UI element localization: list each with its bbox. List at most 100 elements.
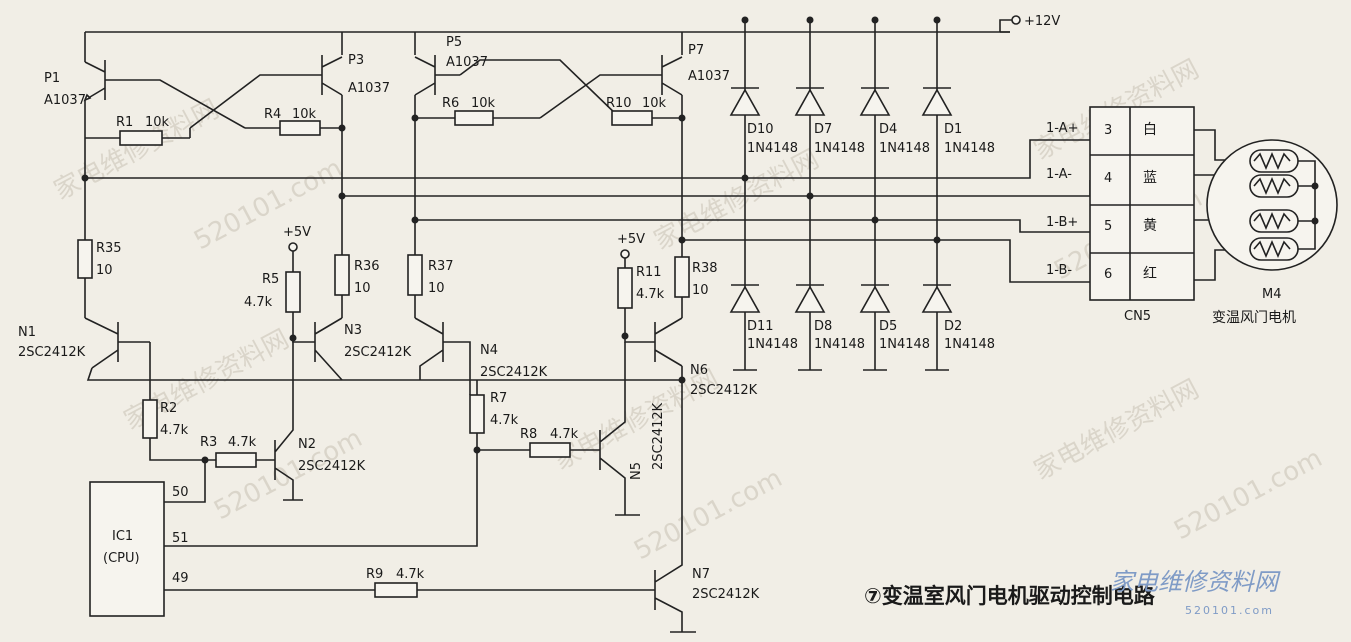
motor-ref: M4 bbox=[1262, 287, 1282, 302]
diagram-title: ⑦变温室风门电机驱动控制电路 bbox=[864, 584, 1156, 608]
supply-5v-a-label: +5V bbox=[283, 225, 311, 240]
n3-part: 2SC2412K bbox=[344, 345, 412, 360]
d1-part: 1N4148 bbox=[944, 141, 995, 156]
site-logo: 家电维修资料网 520101.com bbox=[1110, 568, 1281, 617]
cn5-net-4: 1-B- bbox=[1046, 263, 1072, 278]
r9-value: 4.7k bbox=[396, 567, 425, 582]
watermark-text: 家电维修资料网 bbox=[1029, 374, 1204, 486]
d11-ref: D11 bbox=[747, 319, 774, 334]
n2-part: 2SC2412K bbox=[298, 459, 366, 474]
r7-value: 4.7k bbox=[490, 413, 519, 428]
cn5-pin-3: 5 bbox=[1104, 219, 1112, 234]
watermark-url: 520101.com bbox=[1169, 443, 1327, 546]
ic1-pin50: 50 bbox=[172, 485, 189, 500]
r3-ref: R3 bbox=[200, 435, 217, 450]
n3-ref: N3 bbox=[344, 323, 362, 338]
d7-ref: D7 bbox=[814, 122, 832, 137]
r10-ref: R10 bbox=[606, 96, 632, 111]
d1-ref: D1 bbox=[944, 122, 962, 137]
p1-part: A1037 bbox=[44, 93, 86, 108]
supply-5v-b-label: +5V bbox=[617, 232, 645, 247]
n4-part: 2SC2412K bbox=[480, 365, 548, 380]
r1-value: 10k bbox=[145, 115, 170, 130]
r2-ref: R2 bbox=[160, 401, 177, 416]
n7-ref: N7 bbox=[692, 567, 710, 582]
d4-part: 1N4148 bbox=[879, 141, 930, 156]
p3-part: A1037 bbox=[348, 81, 390, 96]
r38-value: 10 bbox=[692, 283, 709, 298]
ic1-ref: IC1 bbox=[112, 529, 133, 544]
d7-part: 1N4148 bbox=[814, 141, 865, 156]
p5-ref: P5 bbox=[446, 35, 462, 50]
r37-value: 10 bbox=[428, 281, 445, 296]
d5-part: 1N4148 bbox=[879, 337, 930, 352]
watermark-url: 520101.com bbox=[629, 463, 787, 566]
n1-ref: N1 bbox=[18, 325, 36, 340]
cn5-net-1: 1-A+ bbox=[1046, 121, 1078, 136]
p5-part: A1037 bbox=[446, 55, 488, 70]
n5-part: 2SC2412K bbox=[651, 402, 666, 470]
r35-ref: R35 bbox=[96, 241, 122, 256]
r4-ref: R4 bbox=[264, 107, 281, 122]
cn5-pin-1: 3 bbox=[1104, 123, 1112, 138]
r4-value: 10k bbox=[292, 107, 317, 122]
n5-ref: N5 bbox=[629, 462, 644, 480]
diode-array bbox=[729, 16, 953, 371]
r3-value: 4.7k bbox=[228, 435, 257, 450]
n6-part: 2SC2412K bbox=[690, 383, 758, 398]
r11-value: 4.7k bbox=[636, 287, 665, 302]
motor-name: 变温风门电机 bbox=[1212, 310, 1296, 326]
r9-ref: R9 bbox=[366, 567, 383, 582]
cn5-color-2: 蓝 bbox=[1143, 170, 1157, 186]
cn5-pin-2: 4 bbox=[1104, 171, 1112, 186]
r35-value: 10 bbox=[96, 263, 113, 278]
ic1-name: (CPU) bbox=[103, 551, 140, 566]
r38-ref: R38 bbox=[692, 261, 718, 276]
r11-ref: R11 bbox=[636, 265, 662, 280]
n7-part: 2SC2412K bbox=[692, 587, 760, 602]
r1-ref: R1 bbox=[116, 115, 133, 130]
watermark-url: 520101.com bbox=[189, 153, 347, 256]
p7-part: A1037 bbox=[688, 69, 730, 84]
d4-ref: D4 bbox=[879, 122, 897, 137]
connector-cn5 bbox=[1089, 106, 1250, 301]
r37-ref: R37 bbox=[428, 259, 454, 274]
watermark-text: 家电维修资料网 bbox=[49, 94, 224, 206]
cn5-color-3: 黄 bbox=[1143, 217, 1157, 234]
cn5-net-3: 1-B+ bbox=[1046, 215, 1078, 230]
logo-sub: 520101.com bbox=[1185, 604, 1274, 617]
ic1-pin49: 49 bbox=[172, 571, 189, 586]
d8-part: 1N4148 bbox=[814, 337, 865, 352]
r10-value: 10k bbox=[642, 96, 667, 111]
p3-ref: P3 bbox=[348, 53, 364, 68]
cn5-net-2: 1-A- bbox=[1046, 167, 1072, 182]
r6-ref: R6 bbox=[442, 96, 459, 111]
d10-part: 1N4148 bbox=[747, 141, 798, 156]
motor-m4 bbox=[1206, 139, 1338, 271]
p1-ref: P1 bbox=[44, 71, 60, 86]
cn5-color-1: 白 bbox=[1143, 122, 1157, 138]
r8-value: 4.7k bbox=[550, 427, 579, 442]
n2-ref: N2 bbox=[298, 437, 316, 452]
d8-ref: D8 bbox=[814, 319, 832, 334]
d2-ref: D2 bbox=[944, 319, 962, 334]
r36-value: 10 bbox=[354, 281, 371, 296]
r5-value: 4.7k bbox=[244, 295, 273, 310]
r6-value: 10k bbox=[471, 96, 496, 111]
d11-part: 1N4148 bbox=[747, 337, 798, 352]
cn5-pin-4: 6 bbox=[1104, 267, 1112, 282]
d10-ref: D10 bbox=[747, 122, 774, 137]
watermark-text: 家电维修资料网 bbox=[549, 364, 724, 476]
r5-ref: R5 bbox=[262, 272, 279, 287]
d2-part: 1N4148 bbox=[944, 337, 995, 352]
d5-ref: D5 bbox=[879, 319, 897, 334]
r7-ref: R7 bbox=[490, 391, 507, 406]
cn5-color-4: 红 bbox=[1143, 266, 1157, 282]
n1-part: 2SC2412K bbox=[18, 345, 86, 360]
r36-ref: R36 bbox=[354, 259, 380, 274]
logo-main: 家电维修资料网 bbox=[1110, 568, 1281, 596]
n6-ref: N6 bbox=[690, 363, 708, 378]
p7-ref: P7 bbox=[688, 43, 704, 58]
r8-ref: R8 bbox=[520, 427, 537, 442]
